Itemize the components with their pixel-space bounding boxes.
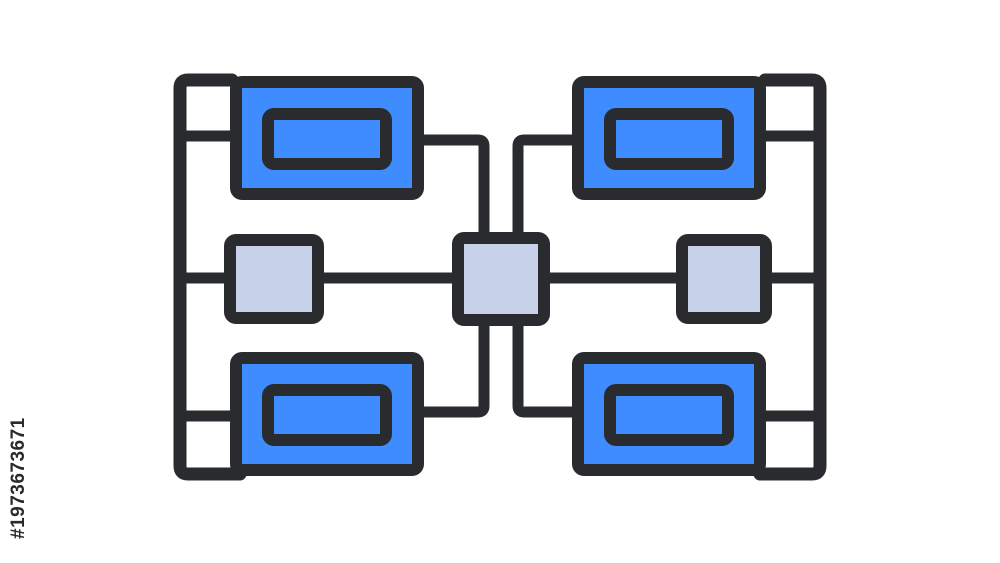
left-node: [224, 234, 324, 324]
stock-id-label: #1973673671: [8, 417, 29, 539]
connector-bottom-right: [512, 312, 586, 418]
connector-bottom-left: [412, 312, 490, 418]
connector-top-right: [512, 134, 586, 244]
top-right-module: [572, 76, 766, 200]
right-node: [676, 234, 772, 324]
connector-top-left: [412, 134, 490, 244]
bottom-right-module: [572, 352, 766, 476]
bottom-left-module: [230, 352, 424, 476]
center-hub-node: [452, 232, 550, 326]
top-left-module: [230, 76, 424, 200]
